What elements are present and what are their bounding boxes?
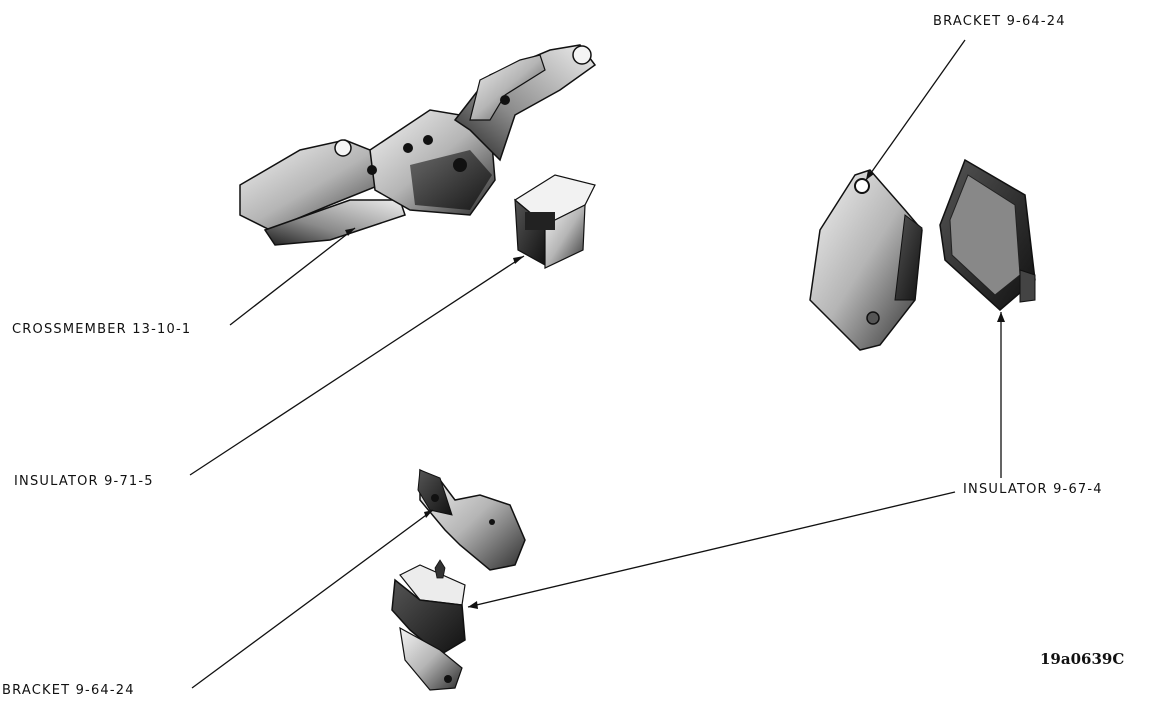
insulator-lower-part bbox=[392, 560, 465, 690]
bracket-lower-hole bbox=[431, 494, 439, 502]
insulator-rear-stud bbox=[1020, 270, 1035, 302]
crossmember-mount-eye bbox=[573, 46, 591, 64]
leader-arrow-insulator-rear-left bbox=[468, 601, 478, 609]
leader-arrow-insulator-rear-up bbox=[997, 312, 1005, 322]
insulator-front-rubber bbox=[525, 212, 555, 230]
label-crossmember: CROSSMEMBER 13-10-1 bbox=[12, 322, 191, 337]
bracket-upper-hole bbox=[867, 312, 879, 324]
leader-line-insulator-front bbox=[190, 256, 524, 475]
label-insulator-front: INSULATOR 9-71-5 bbox=[14, 474, 154, 489]
leader-line-insulator-rear-left bbox=[468, 492, 955, 607]
bracket-lower-hole bbox=[489, 519, 495, 525]
bracket-upper-hole bbox=[855, 179, 869, 193]
label-insulator-rear: INSULATOR 9-67-4 bbox=[963, 482, 1103, 497]
crossmember-mount-eye bbox=[335, 140, 351, 156]
insulator-lower-hole bbox=[444, 675, 452, 683]
crossmember-hole bbox=[500, 95, 510, 105]
crossmember-hole bbox=[453, 158, 467, 172]
insulator-rear-part bbox=[940, 160, 1035, 310]
insulator-lower-stud bbox=[435, 560, 445, 578]
leader-lines bbox=[190, 40, 1005, 688]
bracket-lower-part bbox=[418, 470, 525, 570]
figure-id: 19a0639C bbox=[1040, 650, 1124, 668]
leader-arrow-insulator-front bbox=[513, 256, 524, 264]
bracket-upper-part bbox=[810, 170, 922, 350]
insulator-front-part bbox=[515, 175, 595, 268]
crossmember-hole bbox=[423, 135, 433, 145]
leader-line-bracket-upper bbox=[866, 40, 965, 180]
crossmember-hole bbox=[367, 165, 377, 175]
label-bracket-lower: BRACKET 9-64-24 bbox=[2, 683, 135, 698]
label-bracket-upper: BRACKET 9-64-24 bbox=[933, 14, 1066, 29]
crossmember-hole bbox=[403, 143, 413, 153]
